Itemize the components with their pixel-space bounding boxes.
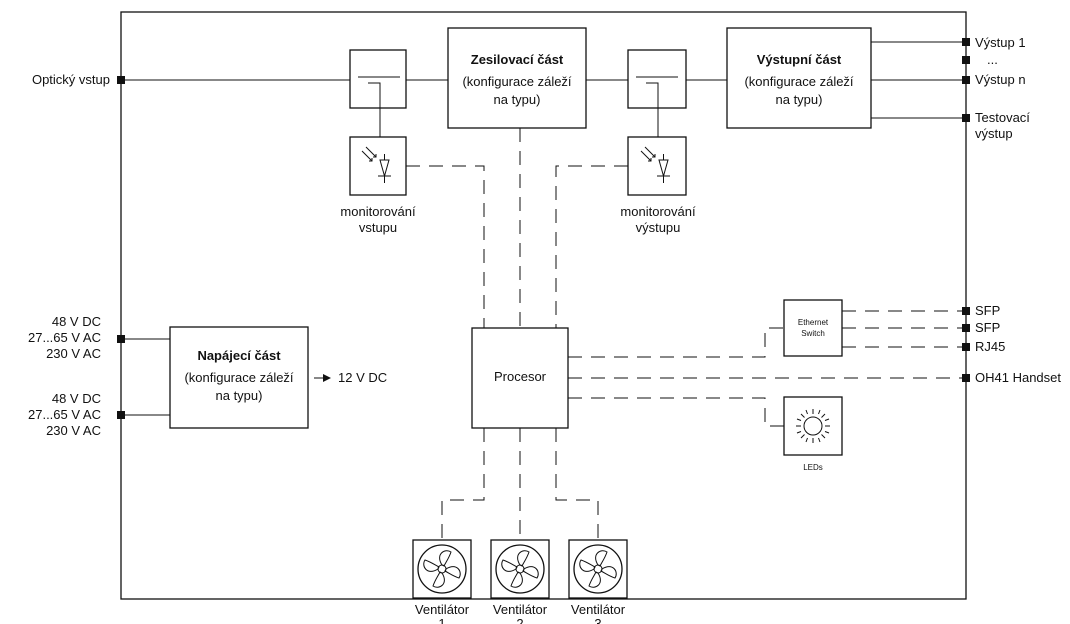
test-output-label-1: Testovací <box>975 110 1030 125</box>
output-section-title: Výstupní část <box>757 52 842 67</box>
optical-input-terminal <box>117 76 125 84</box>
fan-1-number: 1 <box>438 616 445 624</box>
coupler-icon <box>358 76 400 108</box>
sfp-2-terminal <box>962 324 970 332</box>
output-monitor-label-1: monitorování <box>620 204 696 219</box>
photodiode-icon <box>640 146 670 183</box>
power-note-2: na typu) <box>216 388 263 403</box>
fan-3-label: Ventilátor <box>571 602 626 617</box>
processor-block: Procesor <box>471 327 569 429</box>
input-monitor <box>349 136 407 196</box>
device-enclosure <box>120 11 967 600</box>
fan-2-label: Ventilátor <box>493 602 548 617</box>
fan-3-number: 3 <box>594 616 601 624</box>
fan-1-label: Ventilátor <box>415 602 470 617</box>
power-title: Napájecí část <box>197 348 281 363</box>
power-input-1-line-2: 27...65 V AC <box>28 330 101 345</box>
output-section-note-1: (konfigurace záleží <box>744 74 853 89</box>
output-1-label: Výstup 1 <box>975 35 1026 50</box>
test-output-terminal <box>962 114 970 122</box>
power-input-1-line-1: 48 V DC <box>52 314 101 329</box>
fan-3 <box>568 539 628 599</box>
amplifier-title: Zesilovací část <box>471 52 564 67</box>
processor-label: Procesor <box>494 369 547 384</box>
power-note-1: (konfigurace záleží <box>184 370 293 385</box>
power-input-2-line-3: 230 V AC <box>46 423 101 438</box>
sfp-1-label: SFP <box>975 303 1000 318</box>
ethernet-switch: Ethernet Switch <box>783 299 843 357</box>
fan-1 <box>412 539 472 599</box>
input-coupler <box>349 49 407 109</box>
sfp-1-terminal <box>962 307 970 315</box>
fan-2 <box>490 539 550 599</box>
handset-label: OH41 Handset <box>975 370 1061 385</box>
output-monitor <box>627 136 687 196</box>
output-monitor-label-2: výstupu <box>636 220 681 235</box>
amplifier-note-1: (konfigurace záleží <box>462 74 571 89</box>
amplifier-block: Zesilovací část (konfigurace záleží na t… <box>447 27 587 129</box>
optical-input-label: Optický vstup <box>32 72 110 87</box>
output-ellipsis-terminal <box>962 56 970 64</box>
sun-icon <box>796 409 830 443</box>
amplifier-note-2: na typu) <box>494 92 541 107</box>
power-input-2-line-2: 27...65 V AC <box>28 407 101 422</box>
output-section-block: Výstupní část (konfigurace záleží na typ… <box>726 27 872 129</box>
handset-terminal <box>962 374 970 382</box>
output-n-label: Výstup n <box>975 72 1026 87</box>
fan-2-number: 2 <box>516 616 523 624</box>
coupler-icon <box>636 76 678 108</box>
output-n-terminal <box>962 76 970 84</box>
fan-icon <box>495 544 545 594</box>
test-output-label-2: výstup <box>975 126 1013 141</box>
output-coupler <box>627 49 687 109</box>
output-1-terminal <box>962 38 970 46</box>
rj45-label: RJ45 <box>975 339 1005 354</box>
power-input-1-terminal <box>117 335 125 343</box>
output-section-note-2: na typu) <box>776 92 823 107</box>
output-ellipsis: ... <box>987 52 998 67</box>
rj45-terminal <box>962 343 970 351</box>
input-monitor-label-1: monitorování <box>340 204 416 219</box>
power-output-label: 12 V DC <box>338 370 387 385</box>
power-input-2-terminal <box>117 411 125 419</box>
input-monitor-label-2: vstupu <box>359 220 397 235</box>
power-input-1-line-3: 230 V AC <box>46 346 101 361</box>
ethernet-switch-label-2: Switch <box>801 329 825 338</box>
photodiode-icon <box>361 146 391 183</box>
power-input-2-line-1: 48 V DC <box>52 391 101 406</box>
ethernet-switch-label-1: Ethernet <box>798 318 829 327</box>
leds-block <box>783 396 843 456</box>
fan-icon <box>417 544 467 594</box>
leds-label: LEDs <box>803 463 823 472</box>
sfp-2-label: SFP <box>975 320 1000 335</box>
fan-icon <box>573 544 623 594</box>
power-block: Napájecí část (konfigurace záleží na typ… <box>169 326 309 429</box>
